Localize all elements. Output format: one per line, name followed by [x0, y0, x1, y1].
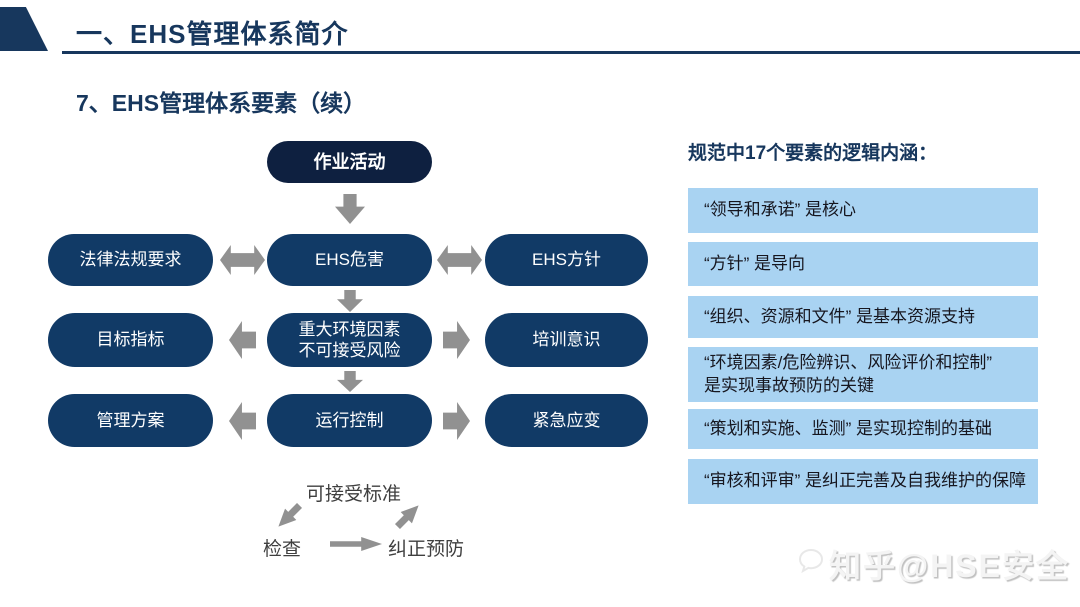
double-arrow-icon [220, 245, 265, 275]
flow-node-training-awareness: 培训意识 [485, 313, 648, 367]
header-trapezoid-decoration [0, 7, 48, 51]
down-arrow-icon [337, 371, 363, 392]
down-arrow-icon [337, 290, 363, 312]
left-arrow-icon [229, 321, 256, 359]
flow-node-legal-requirements: 法律法规要求 [48, 234, 213, 286]
flow-node-emergency-response: 紧急应变 [485, 394, 648, 447]
flow-node-management-program: 管理方案 [48, 394, 213, 447]
watermark-text: 知乎@HSE安全 [828, 548, 1070, 584]
zhihu-bubble-icon [797, 546, 825, 583]
flow-node-ehs-policy: EHS方针 [485, 234, 648, 286]
cycle-label-corrective-prevention: 纠正预防 [388, 539, 465, 560]
right-arrow-icon [330, 537, 382, 551]
flow-node-work-activity: 作业活动 [267, 141, 432, 183]
right-arrow-icon [443, 321, 470, 359]
panel-item-planning-monitoring: “策划和实施、监测” 是实现控制的基础 [688, 409, 1038, 449]
left-arrow-icon [229, 402, 256, 440]
double-arrow-icon [437, 245, 482, 275]
panel-heading: 规范中17个要素的逻辑内涵： [688, 143, 938, 164]
flow-node-ehs-hazard: EHS危害 [267, 234, 432, 286]
watermark: 知乎@HSE安全 [797, 541, 1070, 587]
page-title: 7、EHS管理体系要素（续） [76, 90, 367, 116]
cycle-label-check: 检查 [263, 539, 302, 560]
panel-item-policy: “方针” 是导向 [688, 242, 1038, 286]
panel-item-leadership-commitment: “领导和承诺” 是核心 [688, 188, 1038, 233]
section-title: 一、EHS管理体系简介 [76, 19, 349, 49]
down-arrow-icon [335, 194, 365, 224]
panel-item-audit-review: “审核和评审” 是纠正完善及自我维护的保障 [688, 459, 1038, 504]
header-divider [62, 51, 1080, 54]
cycle-label-acceptable-standard: 可接受标准 [306, 484, 402, 505]
flow-node-objectives-targets: 目标指标 [48, 313, 213, 367]
panel-item-risk-evaluation-control: “环境因素/危险辨识、风险评价和控制” 是实现事故预防的关键 [688, 347, 1038, 402]
panel-item-organization-resources: “组织、资源和文件” 是基本资源支持 [688, 296, 1038, 338]
diagonal-down-left-arrow-icon [273, 500, 306, 533]
right-arrow-icon [443, 402, 470, 440]
flow-node-significant-factors-risk: 重大环境因素 不可接受风险 [267, 313, 432, 367]
flow-node-operational-control: 运行控制 [267, 394, 432, 447]
